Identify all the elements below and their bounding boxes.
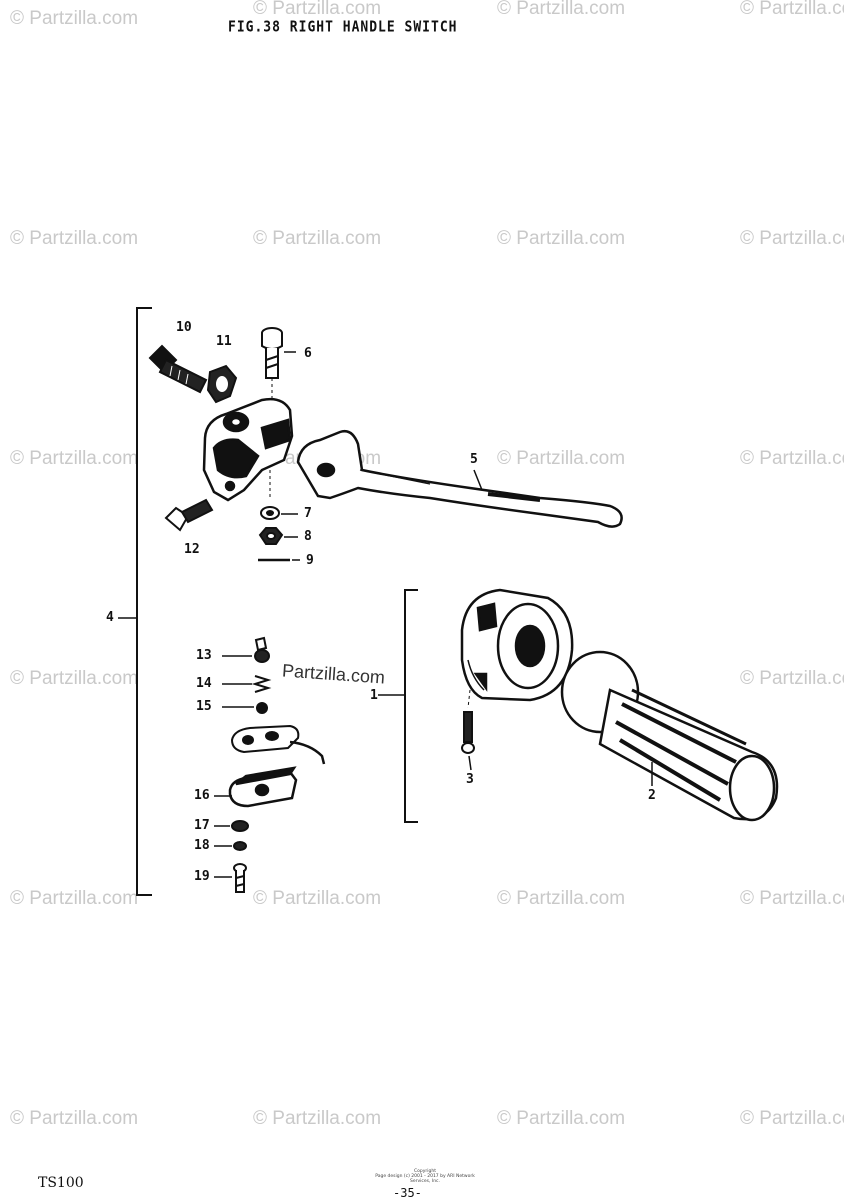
assembly-bracket-1	[404, 589, 418, 823]
watermark: © Partzilla.com	[253, 888, 382, 909]
callout-1: 1	[370, 688, 378, 703]
washer-part-17	[231, 820, 249, 832]
nut-part-8	[258, 527, 284, 545]
callout-16: 16	[194, 788, 210, 803]
callout-2: 2	[648, 788, 656, 803]
watermark: © Partzilla.com	[253, 228, 382, 249]
callout-7: 7	[304, 506, 312, 521]
bolt-part-10	[148, 344, 208, 394]
callout-4: 4	[106, 610, 114, 625]
watermark: © Partzilla.com	[253, 0, 382, 19]
watermark: © Partzilla.com	[253, 1108, 382, 1129]
model-label: TS100	[38, 1175, 84, 1191]
screw-part-19	[233, 863, 247, 893]
switch-lower-housing	[230, 724, 326, 765]
watermark: © Partzilla.com	[740, 228, 844, 249]
copyright-line-1: Copyright	[414, 1169, 436, 1174]
watermark: © Partzilla.com	[10, 888, 139, 909]
screw-part-3	[461, 689, 475, 754]
callout-12: 12	[184, 542, 200, 557]
screw-part-13	[254, 636, 270, 663]
spring-part-14	[251, 675, 272, 693]
watermark: © Partzilla.com	[497, 1108, 626, 1129]
lever-holder	[202, 397, 294, 502]
callout-18: 18	[194, 838, 210, 853]
washer-part-18	[233, 841, 247, 851]
switch-case-part-16	[228, 766, 298, 808]
washer-part-7	[260, 506, 280, 520]
watermark: © Partzilla.com	[740, 668, 844, 689]
watermark: © Partzilla.com	[740, 1108, 844, 1129]
ball-part-15	[256, 702, 268, 714]
page-number: -35-	[393, 1186, 422, 1200]
callout-10: 10	[176, 320, 192, 335]
nut-part-11	[206, 364, 238, 404]
watermark: © Partzilla.com	[740, 448, 844, 469]
watermark: © Partzilla.com	[10, 448, 139, 469]
callout-8: 8	[304, 529, 312, 544]
copyright-line-2: Page design (c) 2001 - 2017 by ARI Netwo…	[375, 1174, 475, 1184]
watermark: © Partzilla.com	[740, 0, 844, 19]
watermark: © Partzilla.com	[497, 448, 626, 469]
figure-title: FIG.38 RIGHT HANDLE SWITCH	[228, 18, 458, 37]
callout-9: 9	[306, 553, 314, 568]
watermark: © Partzilla.com	[497, 228, 626, 249]
callout-6: 6	[304, 346, 312, 361]
callout-5: 5	[470, 452, 478, 467]
watermark: © Partzilla.com	[497, 0, 626, 19]
copyright-notice: Copyright Page design (c) 2001 - 2017 by…	[365, 1169, 485, 1184]
screw-part-12	[164, 498, 214, 532]
callout-19: 19	[194, 869, 210, 884]
switch-housing-part-1	[460, 588, 574, 702]
watermark: © Partzilla.com	[10, 1108, 139, 1129]
watermark: © Partzilla.com	[10, 8, 139, 29]
lever-part-5	[296, 430, 623, 528]
callout-15: 15	[196, 699, 212, 714]
callout-17: 17	[194, 818, 210, 833]
callout-11: 11	[216, 334, 232, 349]
grip-part-2	[560, 650, 779, 822]
watermark: © Partzilla.com	[10, 228, 139, 249]
assembly-bracket-4	[136, 307, 152, 896]
callout-3: 3	[466, 772, 474, 787]
callout-13: 13	[196, 648, 212, 663]
watermark: © Partzilla.com	[497, 888, 626, 909]
callout-14: 14	[196, 676, 212, 691]
watermark: © Partzilla.com	[740, 888, 844, 909]
watermark: © Partzilla.com	[10, 668, 139, 689]
